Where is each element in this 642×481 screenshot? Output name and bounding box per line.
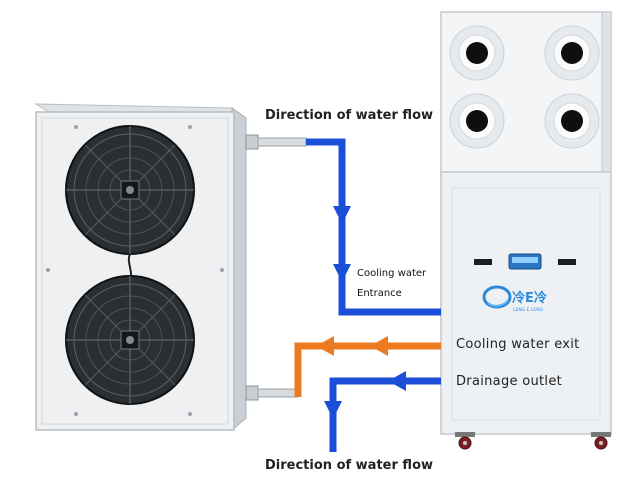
- caster-wheel-icon: [591, 432, 611, 450]
- flow-arrow-icon: [333, 206, 351, 224]
- top-pipe-fitting: [245, 134, 307, 150]
- bottom-pipe-fitting: [245, 385, 299, 401]
- flow-arrow-icon: [333, 264, 351, 282]
- outdoor-condenser-unit: [34, 103, 307, 432]
- cooling-water-exit-label: Cooling water exit: [456, 337, 580, 352]
- drainage-pipe: [329, 377, 441, 452]
- flow-arrow-icon: [316, 336, 334, 356]
- indoor-cabinet-unit: 冷E冷 LENG E LENG: [440, 11, 612, 450]
- cooling-water-inlet-pipe: [306, 138, 441, 316]
- brand-logo-subtext: LENG E LENG: [513, 307, 544, 313]
- upper-fan-icon: [65, 125, 195, 255]
- cooling-water-label: Cooling water: [357, 268, 427, 279]
- flow-arrow-icon: [388, 371, 406, 391]
- lower-fan-icon: [65, 275, 195, 405]
- flow-direction-label-top: Direction of water flow: [265, 108, 434, 123]
- vent-slot: [558, 259, 576, 265]
- air-outlet-icon: [544, 25, 600, 81]
- brand-logo: 冷E冷 LENG E LENG: [482, 285, 547, 313]
- entrance-label: Entrance: [357, 288, 402, 299]
- air-outlet-icon: [449, 93, 505, 149]
- caster-wheel-icon: [455, 432, 475, 450]
- brand-logo-text: 冷E冷: [512, 290, 547, 306]
- cooling-water-exit-pipe: [294, 342, 441, 397]
- flow-arrow-icon: [324, 401, 342, 419]
- flow-direction-label-bottom: Direction of water flow: [265, 458, 434, 473]
- vent-slot: [474, 259, 492, 265]
- air-outlet-icon: [449, 25, 505, 81]
- drainage-outlet-label: Drainage outlet: [456, 374, 563, 389]
- air-outlet-icon: [544, 93, 600, 149]
- flow-arrow-icon: [370, 336, 388, 356]
